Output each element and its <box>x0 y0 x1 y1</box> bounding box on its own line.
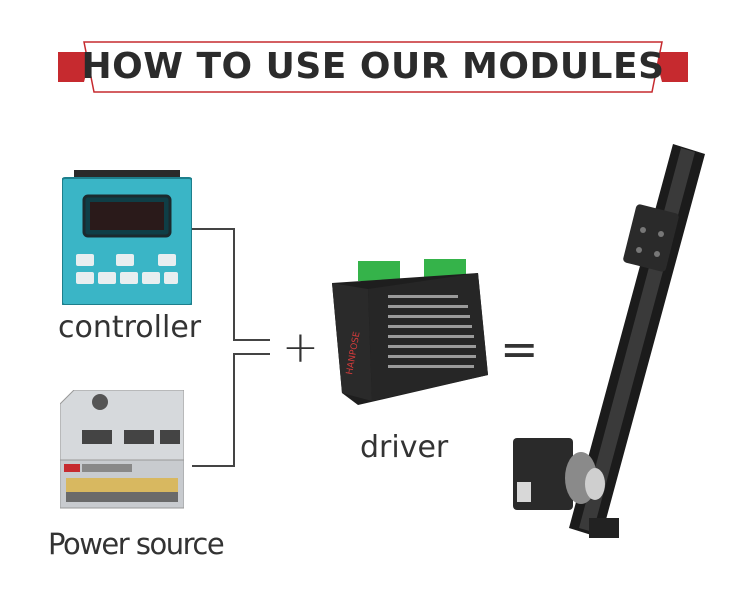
power-source-label: Power source <box>48 527 225 561</box>
controller-label: controller <box>58 310 202 345</box>
driver-image: HANPOSE <box>332 259 488 405</box>
controller-image <box>61 170 193 306</box>
driver-label: driver <box>360 430 449 465</box>
controller-module <box>61 170 193 306</box>
power-supply-module <box>59 389 185 510</box>
title-banner: HOW TO USE OUR MODULES <box>58 40 688 94</box>
equals-operator: = <box>500 322 539 376</box>
driver-module: HANPOSE <box>328 255 490 405</box>
linear-module-image <box>513 144 705 538</box>
linear-module <box>505 138 720 548</box>
banner-shape <box>58 41 688 93</box>
power-supply-image <box>59 389 185 509</box>
plus-operator: + <box>282 322 319 373</box>
page-title: HOW TO USE OUR MODULES <box>81 46 665 87</box>
